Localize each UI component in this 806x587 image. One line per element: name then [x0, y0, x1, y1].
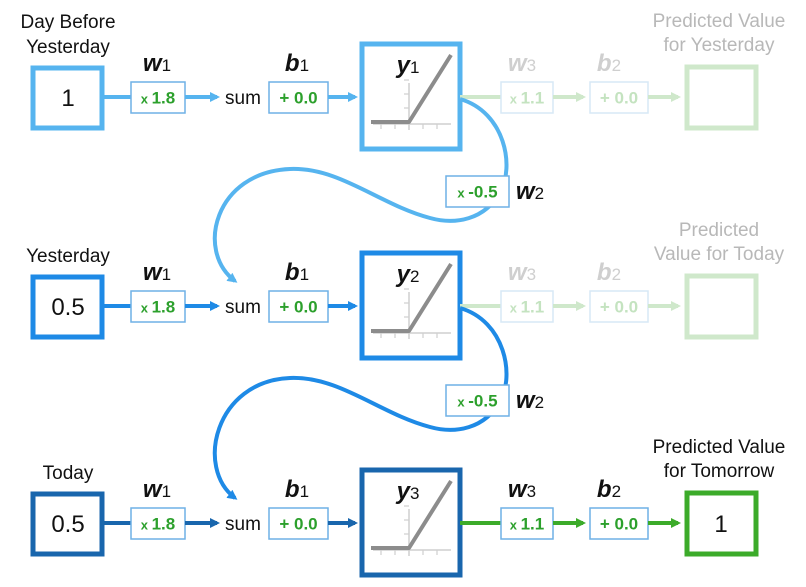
w1-param-value: x 1.8 [141, 298, 175, 317]
b2-label: b2 [597, 50, 621, 77]
relu-icon [371, 262, 453, 339]
w3-param-value: x 1.1 [510, 515, 544, 534]
w3-param-frame [500, 290, 554, 323]
w3-label: w3 [508, 476, 536, 503]
w2-label: w2 [516, 178, 544, 205]
w1-label: w1 [143, 476, 171, 503]
b1-label: b1 [285, 50, 309, 77]
output-box [684, 64, 759, 131]
sum-label: sum [225, 88, 261, 109]
w3-label: w3 [508, 50, 536, 77]
w1-param: x 1.8 [130, 290, 186, 323]
b1-param-value: + 0.0 [279, 515, 317, 534]
b1-label: b1 [285, 259, 309, 286]
relu-curve [371, 479, 453, 550]
b1-param: + 0.0 [268, 81, 329, 114]
w3-param-frame [500, 81, 554, 114]
w2-param-frame [445, 175, 510, 208]
b2-param-value: + 0.0 [600, 89, 638, 108]
input-label: Yesterday [26, 246, 110, 267]
b1-param-value: + 0.0 [279, 298, 317, 317]
activation-label: y3 [396, 478, 420, 505]
w3-param-frame [500, 507, 554, 540]
relu-curve [371, 53, 453, 124]
activation-box [359, 41, 463, 152]
w2-param-frame [445, 384, 510, 417]
b2-label: b2 [597, 476, 621, 503]
w3-param-value: x 1.1 [510, 89, 544, 108]
b2-label: b2 [597, 259, 621, 286]
output-box [684, 273, 759, 340]
output-label: Value for Today [654, 244, 785, 265]
row-2: Yesterday 0.5 w1 x 1.8 sum b1 + 0.0 y2 w3 x 1.1 b2… [26, 220, 785, 361]
feedback-loop-1: x -0.5 w2 [212, 97, 544, 283]
input-label: Today [43, 463, 94, 484]
relu-curve [371, 262, 453, 333]
output-box [684, 490, 759, 557]
output-label: Predicted [679, 220, 759, 241]
input-value: 0.5 [51, 294, 84, 321]
w1-param-value: x 1.8 [141, 89, 175, 108]
feedback-loop-2: x -0.5 w2 [212, 306, 544, 500]
row-3: Today 0.5 w1 x 1.8 sum b1 + 0.0 y3 w3 x 1.1 b2 + 0.… [30, 437, 786, 578]
b2-param-frame [589, 290, 649, 323]
relu-icon [371, 479, 453, 556]
feedback-curve [212, 97, 509, 283]
w2-param-value: x -0.5 [457, 392, 497, 411]
w2-param: x -0.5 [445, 175, 510, 208]
b2-param: + 0.0 [589, 81, 649, 114]
relu-icon [371, 53, 453, 130]
feedback-curve [212, 306, 509, 500]
output-label: for Tomorrow [664, 461, 775, 482]
w1-param-frame [130, 81, 186, 114]
w1-param-frame [130, 507, 186, 540]
w1-param-value: x 1.8 [141, 515, 175, 534]
input-label: Day Before [20, 12, 115, 33]
w3-param: x 1.1 [500, 290, 554, 323]
activation-box [359, 250, 463, 361]
b1-param: + 0.0 [268, 290, 329, 323]
b2-param: + 0.0 [589, 290, 649, 323]
output-label: Predicted Value [653, 11, 786, 32]
output-label: for Yesterday [664, 35, 775, 56]
output-value: 1 [714, 511, 727, 538]
input-value: 0.5 [51, 511, 84, 538]
w3-param: x 1.1 [500, 507, 554, 540]
activation-label: y2 [396, 261, 420, 288]
input-value: 1 [61, 85, 74, 112]
b2-param-value: + 0.0 [600, 515, 638, 534]
b1-label: b1 [285, 476, 309, 503]
w1-param: x 1.8 [130, 507, 186, 540]
w3-param-value: x 1.1 [510, 298, 544, 317]
w2-label: w2 [516, 387, 544, 414]
w1-param: x 1.8 [130, 81, 186, 114]
input-label: Yesterday [26, 37, 110, 58]
output-label: Predicted Value [653, 437, 786, 458]
w1-param-frame [130, 290, 186, 323]
b1-param: + 0.0 [268, 507, 329, 540]
activation-label: y1 [396, 52, 420, 79]
sum-label: sum [225, 297, 261, 318]
sum-label: sum [225, 514, 261, 535]
activation-box [359, 467, 463, 578]
w2-param-value: x -0.5 [457, 183, 497, 202]
w3-param: x 1.1 [500, 81, 554, 114]
b1-param-value: + 0.0 [279, 89, 317, 108]
b2-param-value: + 0.0 [600, 298, 638, 317]
b2-param-frame [589, 507, 649, 540]
b1-param-frame [268, 507, 329, 540]
w2-param: x -0.5 [445, 384, 510, 417]
w1-label: w1 [143, 259, 171, 286]
b1-param-frame [268, 81, 329, 114]
input-box [30, 65, 105, 131]
b2-param: + 0.0 [589, 507, 649, 540]
w3-label: w3 [508, 259, 536, 286]
w1-label: w1 [143, 50, 171, 77]
input-box [30, 491, 105, 557]
